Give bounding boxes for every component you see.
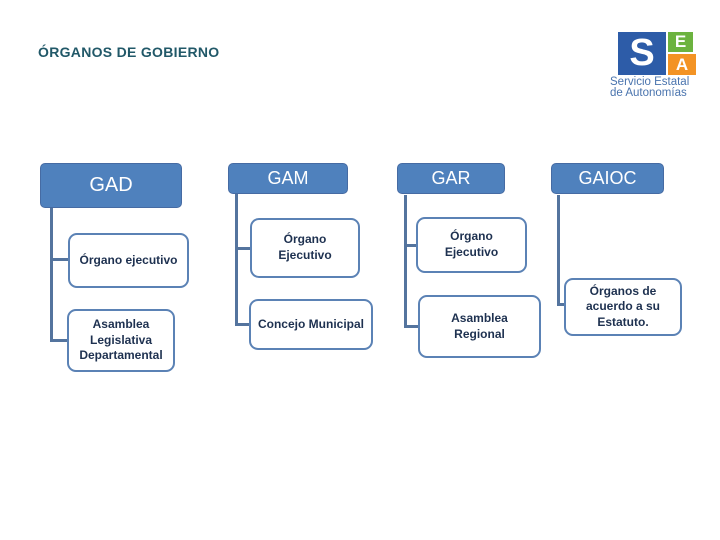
sea-logo-a-block: A	[668, 54, 696, 75]
connector-gam-vertical	[235, 194, 238, 326]
connector-gar-vertical	[404, 195, 407, 328]
org-header-gaioc: GAIOC	[551, 163, 664, 194]
connector-gaioc-stub-1	[557, 303, 564, 306]
org-box-gam-organo-ejecutivo: Órgano Ejecutivo	[250, 218, 360, 278]
org-box-gam-concejo-municipal: Concejo Municipal	[249, 299, 373, 350]
org-box-gaioc-organos-estatuto: Órganos de acuerdo a su Estatuto.	[564, 278, 682, 336]
connector-gam-stub-2	[235, 323, 249, 326]
org-box-gad-asamblea-legislativa: Asamblea Legislativa Departamental	[67, 309, 175, 372]
page-title: ÓRGANOS DE GOBIERNO	[38, 44, 220, 60]
connector-gam-stub-1	[235, 247, 250, 250]
connector-gad-vertical	[50, 208, 53, 342]
connector-gar-stub-1	[404, 244, 416, 247]
sea-logo-s-block: S	[618, 32, 666, 75]
sea-logo-caption-line2: de Autonomías	[610, 87, 687, 99]
connector-gaioc-vertical	[557, 195, 560, 306]
sea-logo-caption-line1: Servicio Estatal	[610, 76, 690, 88]
org-header-gar: GAR	[397, 163, 505, 194]
sea-logo-e-block: E	[668, 32, 693, 52]
org-header-gam: GAM	[228, 163, 348, 194]
sea-logo: S E A Servicio Estatal de Autonomías	[608, 28, 708, 100]
connector-gar-stub-2	[404, 325, 418, 328]
org-header-gad: GAD	[40, 163, 182, 208]
sea-logo-caption: Servicio Estatal de Autonomías	[610, 76, 708, 99]
org-box-gad-organo-ejecutivo: Órgano ejecutivo	[68, 233, 189, 288]
connector-gad-stub-1	[50, 258, 68, 261]
org-box-gar-organo-ejecutivo: Órgano Ejecutivo	[416, 217, 527, 273]
org-box-gar-asamblea-regional: Asamblea Regional	[418, 295, 541, 358]
connector-gad-stub-2	[50, 339, 67, 342]
